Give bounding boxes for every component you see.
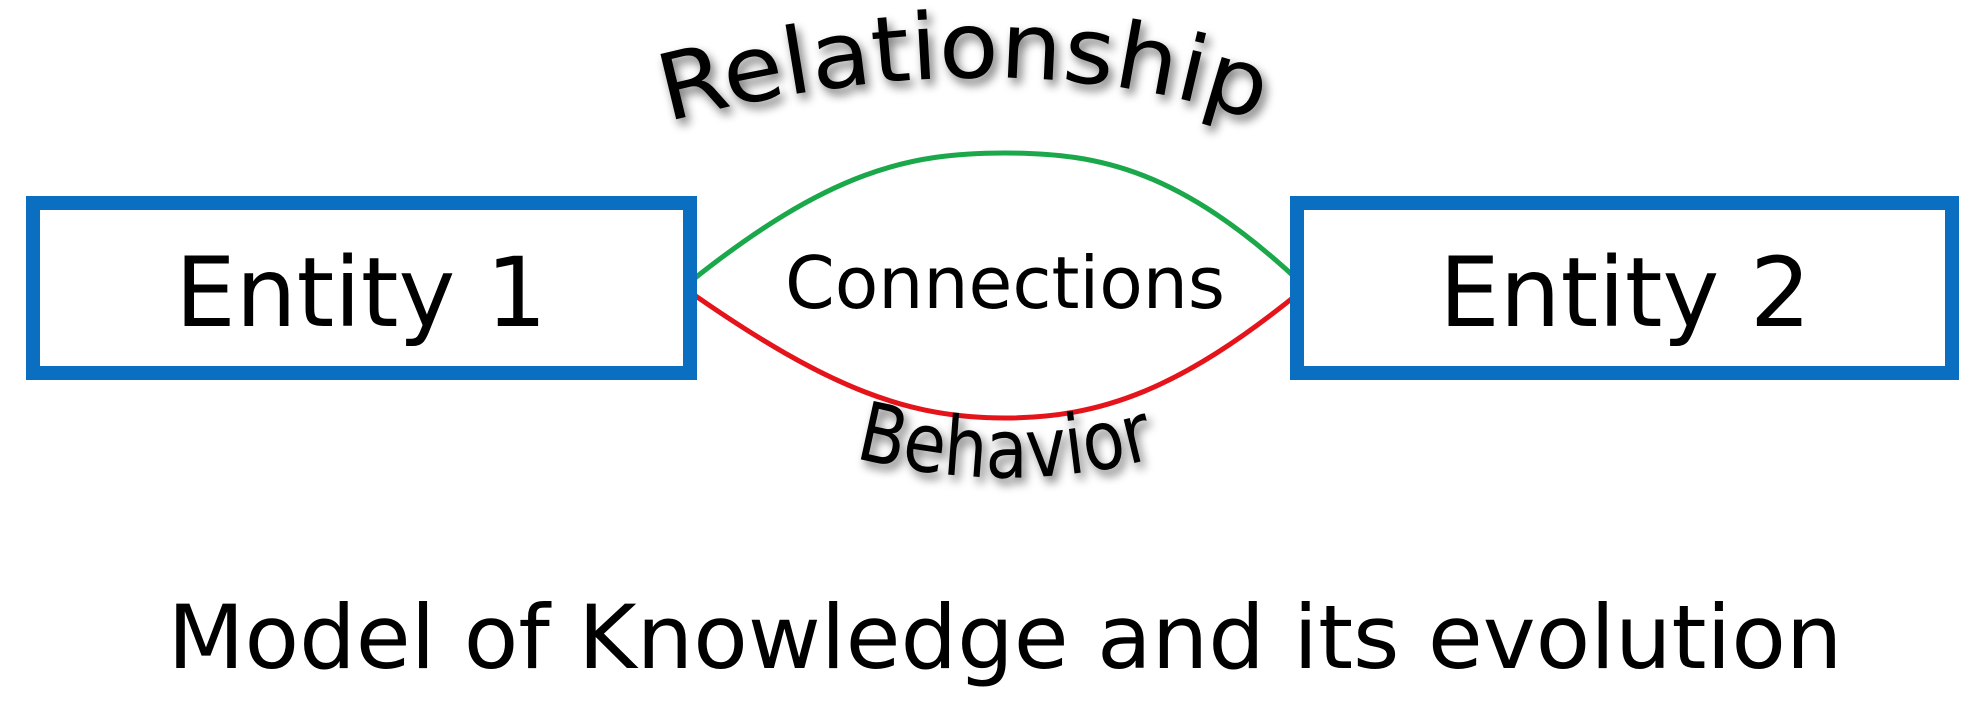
connections-label: Connections (785, 241, 1225, 325)
entity-2-label: Entity 2 (1439, 237, 1811, 349)
entity-1-label: Entity 1 (175, 237, 547, 349)
behavior-label: Behavior (850, 385, 1161, 498)
diagram-caption: Model of Knowledge and its evolution (168, 586, 1843, 689)
entity-1-node: Entity 1 (26, 196, 697, 380)
relationship-arc (688, 150, 1302, 284)
behavior-arc (688, 289, 1302, 421)
behavior-label-path: Behavior (850, 385, 1161, 498)
relationship-label: Relationship (647, 0, 1283, 143)
entity-2-node: Entity 2 (1290, 196, 1959, 380)
relationship-label-path: Relationship (647, 0, 1283, 143)
